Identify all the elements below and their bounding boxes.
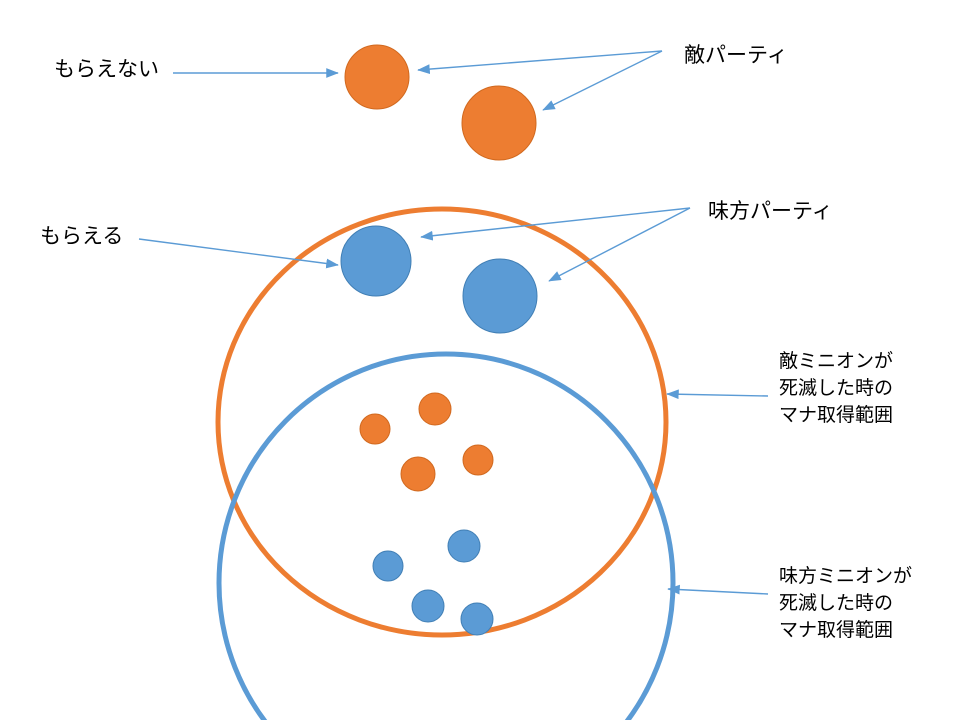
- label-ally-mana-range: 味方ミニオンが 死滅した時の マナ取得範囲: [779, 563, 912, 644]
- label-enemy-mana-range: 敵ミニオンが 死滅した時の マナ取得範囲: [779, 348, 893, 429]
- label-receivable: もらえる: [40, 225, 124, 248]
- ally-minion-dot: [460, 602, 494, 636]
- arrow-ally-party-a: [420, 207, 691, 241]
- arrow-receivable: [138, 238, 339, 269]
- arrow-enemy-party-a: [417, 50, 663, 74]
- label-enemy-mana-range-line1: 敵ミニオンが: [779, 351, 894, 372]
- ally-minion-dot: [447, 529, 481, 563]
- arrow-enemy-mana-range: [666, 389, 769, 400]
- enemy-minion-dot: [359, 413, 391, 445]
- arrow-ally-party-b: [548, 207, 691, 282]
- enemy-party-circle: [344, 44, 410, 110]
- enemy-minion-dot: [462, 444, 494, 476]
- enemy-mana-range-ellipse: [215, 206, 669, 638]
- ally-party-circle: [340, 225, 412, 297]
- label-ally-party: 味方パーティ: [708, 200, 833, 223]
- enemy-minion-dot: [418, 392, 452, 426]
- label-enemy-mana-range-line3: マナ取得範囲: [779, 405, 894, 426]
- label-ally-mana-range-line3: マナ取得範囲: [779, 620, 894, 641]
- ally-party-circle: [462, 258, 538, 334]
- label-ally-mana-range-line1: 味方ミニオンが: [779, 566, 913, 587]
- arrow-enemy-party-b: [542, 50, 663, 111]
- label-ally-mana-range-line2: 死滅した時の: [779, 593, 894, 614]
- ally-minion-dot: [372, 550, 404, 582]
- label-enemy-party: 敵パーティ: [684, 44, 788, 67]
- label-enemy-mana-range-line2: 死滅した時の: [779, 378, 894, 399]
- enemy-party-circle: [461, 85, 537, 161]
- arrow-ally-mana-range: [667, 584, 769, 595]
- enemy-minion-dot: [400, 456, 436, 492]
- ally-minion-dot: [411, 589, 445, 623]
- ally-mana-range-circle: [216, 351, 676, 720]
- label-not-receivable: もらえない: [54, 58, 159, 81]
